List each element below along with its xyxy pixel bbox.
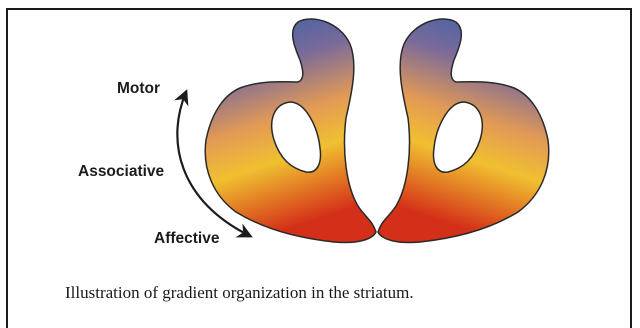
figure-caption: Illustration of gradient organization in…	[65, 284, 414, 301]
label-motor: Motor	[117, 81, 160, 97]
label-affective: Affective	[154, 231, 219, 247]
left-striatum-shape	[205, 19, 376, 243]
label-associative: Associative	[78, 164, 164, 180]
right-striatum-shape	[378, 19, 549, 243]
